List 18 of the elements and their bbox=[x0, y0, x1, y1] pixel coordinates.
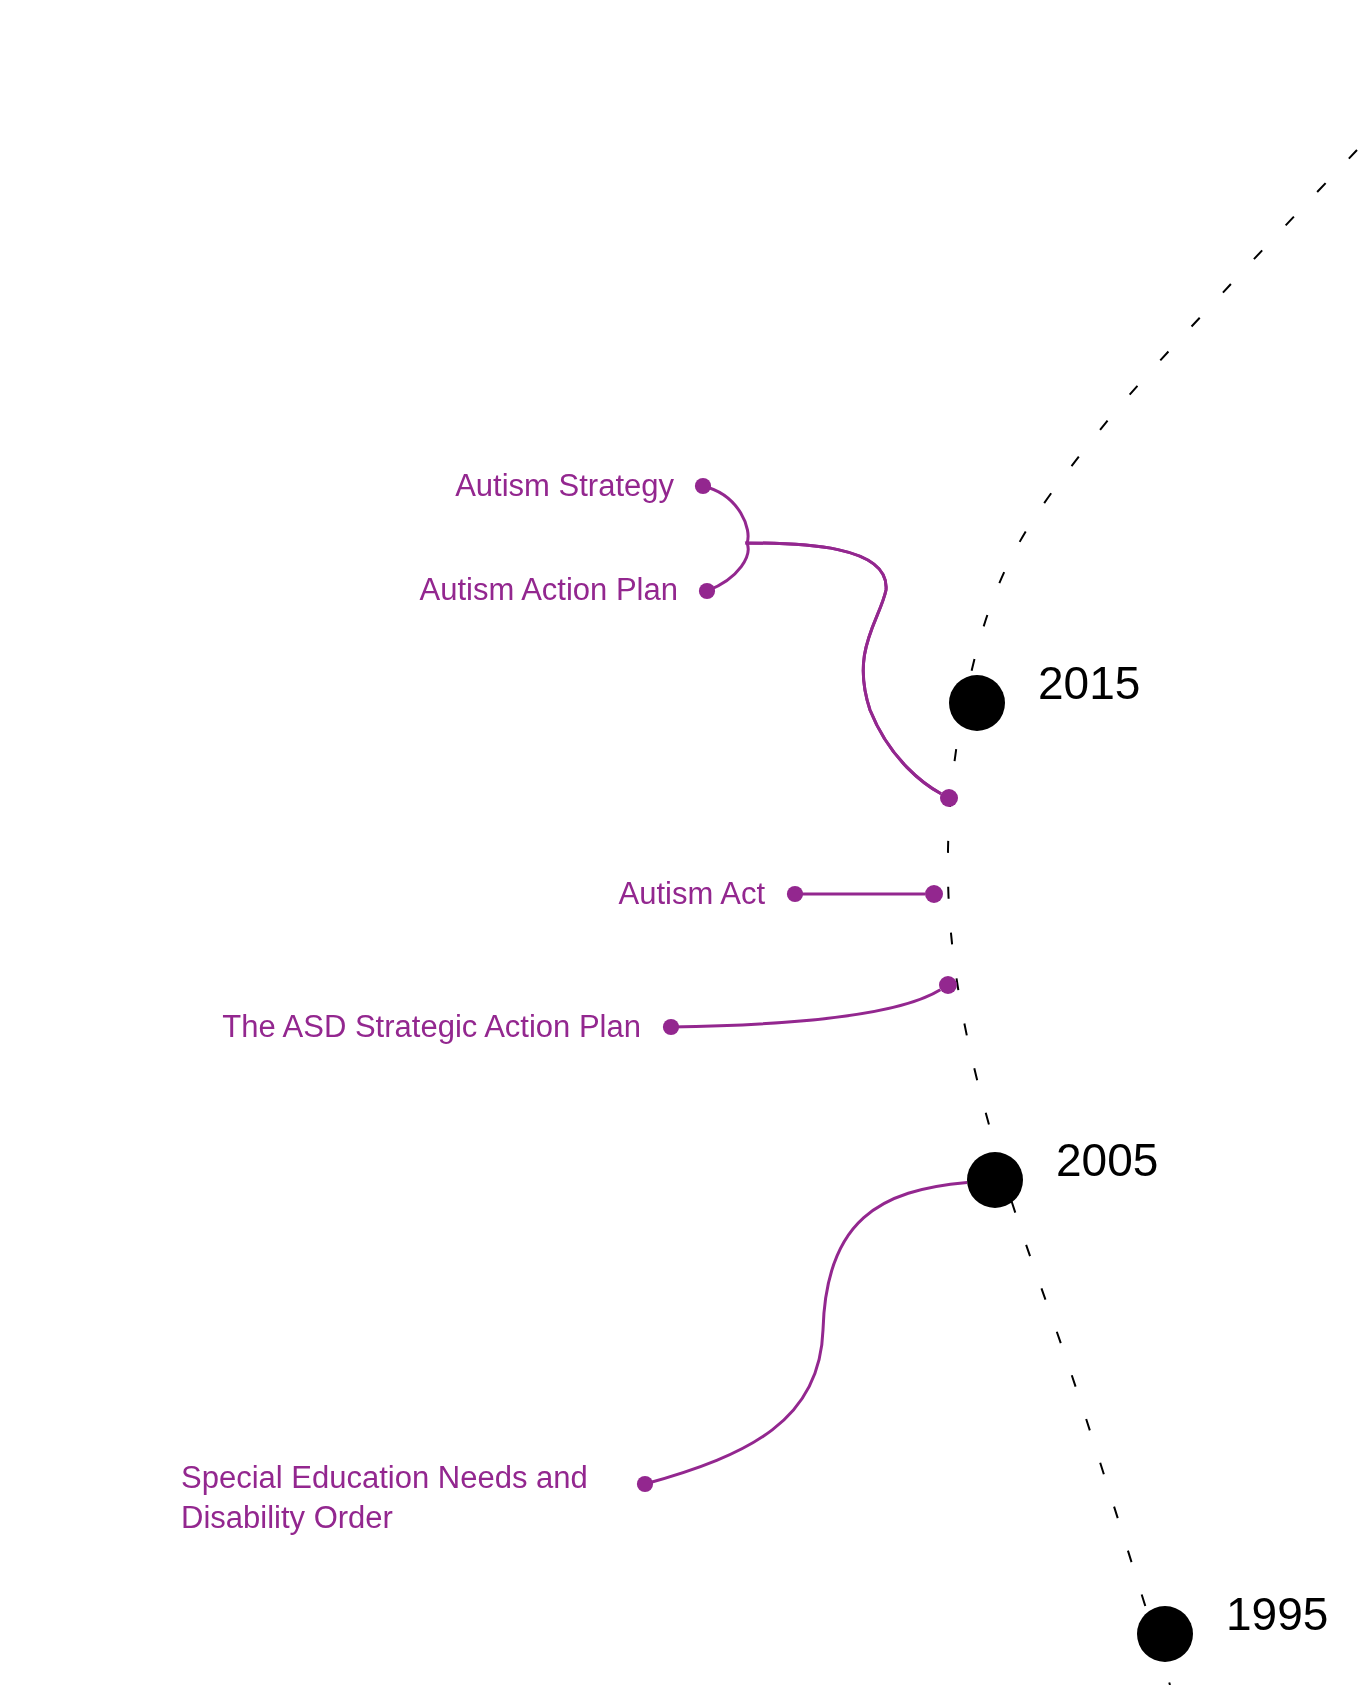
leader-line bbox=[698, 541, 942, 795]
leader-line bbox=[636, 1180, 968, 1493]
event-label: Autism Action Plan bbox=[419, 570, 678, 610]
year-label: 1995 bbox=[1226, 1589, 1329, 1639]
event-label: Autism Act bbox=[618, 874, 765, 914]
event-label: The ASD Strategic Action Plan bbox=[222, 1007, 641, 1047]
timeline-point bbox=[939, 976, 957, 994]
year-label: 2005 bbox=[1056, 1135, 1159, 1185]
year-marker bbox=[1137, 1606, 1193, 1662]
leader-line bbox=[786, 885, 925, 903]
year-marker bbox=[949, 675, 1005, 731]
leader-line bbox=[662, 988, 942, 1036]
year-marker bbox=[967, 1152, 1023, 1208]
year-label: 2015 bbox=[1038, 658, 1141, 708]
timeline-point bbox=[925, 885, 943, 903]
event-label: Special Education Needs and Disability Order bbox=[181, 1458, 631, 1538]
timeline-point bbox=[940, 789, 958, 807]
event-label: Autism Strategy bbox=[455, 466, 674, 506]
